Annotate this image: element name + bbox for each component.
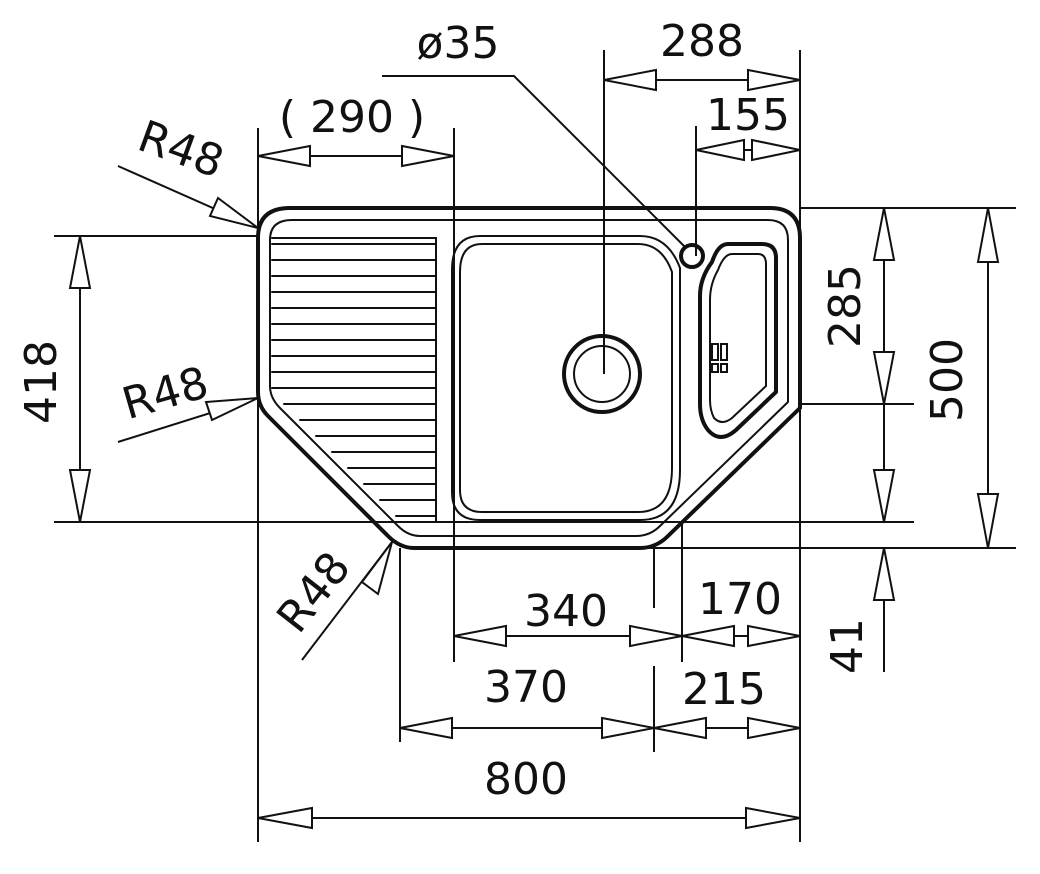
overflow-slot-icon	[711, 343, 728, 373]
arrowhead	[976, 493, 1000, 549]
label-155: 155	[706, 90, 790, 141]
label-r48-bottom: R48	[267, 543, 360, 643]
arrowhead	[681, 624, 735, 648]
arrowhead	[204, 397, 259, 422]
label-288: 288	[660, 16, 744, 67]
label-r48-top: R48	[131, 111, 230, 189]
label-290: ( 290 )	[279, 92, 425, 143]
arrowhead	[603, 68, 657, 92]
arrowhead	[401, 144, 455, 168]
arrowhead	[872, 469, 896, 523]
bowl-inner-outline	[459, 243, 673, 513]
label-41: 41	[822, 618, 873, 674]
secondary-bowl-outline	[698, 242, 778, 439]
arrowhead	[68, 469, 92, 523]
label-340: 340	[524, 586, 608, 637]
label-285: 285	[820, 264, 871, 348]
arrowhead	[872, 351, 896, 405]
arrowhead	[695, 138, 745, 162]
label-r48-left: R48	[117, 357, 214, 430]
label-215: 215	[682, 664, 766, 715]
arrowhead	[68, 235, 92, 289]
secondary-bowl-inner	[709, 253, 767, 423]
arrowhead	[601, 716, 655, 740]
drain-leader-line	[382, 75, 687, 249]
arrowhead	[399, 716, 453, 740]
arrowhead	[453, 624, 507, 648]
arrowhead	[653, 716, 707, 740]
drain-outlet-inner-icon	[573, 345, 631, 403]
arrowhead	[872, 547, 896, 601]
label-drain-diameter: ø35	[417, 18, 500, 69]
drainer-grooves	[271, 237, 437, 523]
arrowhead	[360, 541, 393, 596]
arrowhead	[747, 716, 801, 740]
arrowhead	[872, 207, 896, 261]
label-500: 500	[922, 338, 973, 422]
label-418: 418	[16, 340, 67, 424]
tap-hole-icon	[679, 243, 705, 269]
main-bowl	[451, 235, 681, 521]
sink-inner-rim	[269, 219, 789, 537]
dimension-labels: ø35 288 155 ( 290 ) R48 R48 R48 418 285 …	[16, 16, 973, 805]
arrowhead	[257, 144, 311, 168]
bowl-outline	[451, 235, 681, 521]
dimension-lines	[68, 68, 1000, 830]
arrowhead	[208, 196, 259, 229]
secondary-bowl	[698, 242, 778, 439]
arrowhead	[747, 624, 801, 648]
arrowhead	[629, 624, 683, 648]
arrowhead	[745, 806, 801, 830]
label-800: 800	[484, 754, 568, 805]
label-170: 170	[698, 574, 782, 625]
arrowhead	[257, 806, 313, 830]
arrowhead	[747, 68, 801, 92]
arrowhead	[976, 207, 1000, 263]
label-370: 370	[484, 662, 568, 713]
drain-outlet-icon	[562, 334, 642, 414]
arrowhead	[751, 138, 801, 162]
